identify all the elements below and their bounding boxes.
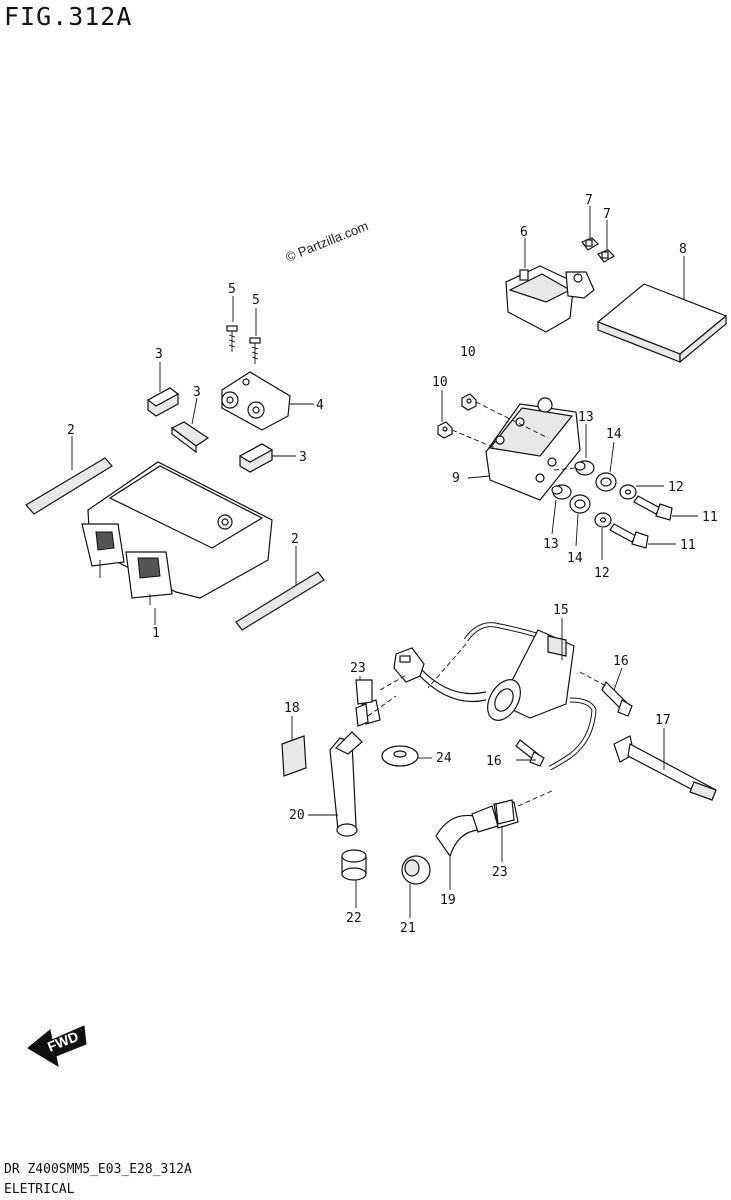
bolt-11a[interactable] xyxy=(633,495,673,521)
cap-22[interactable] xyxy=(341,849,367,881)
bolt-7a[interactable] xyxy=(581,237,599,251)
callout-8: 8 xyxy=(679,242,687,257)
callout-14a: 14 xyxy=(606,427,622,442)
grommet-14b[interactable] xyxy=(569,494,591,514)
rubber-sheet[interactable] xyxy=(596,283,728,364)
callout-13b: 13 xyxy=(543,537,559,552)
callout-10b: 10 xyxy=(432,375,448,390)
callout-2a: 2 xyxy=(67,423,75,438)
callout-3c: 3 xyxy=(299,450,307,465)
cushion-3[interactable] xyxy=(238,443,274,473)
callout-15: 15 xyxy=(553,603,569,618)
callout-11b: 11 xyxy=(680,538,696,553)
grommet-14a[interactable] xyxy=(595,472,617,492)
nut-10b[interactable] xyxy=(437,421,453,439)
callout-18: 18 xyxy=(284,701,300,716)
callout-6: 6 xyxy=(520,225,528,240)
callout-2b: 2 xyxy=(291,532,299,547)
ignition-coil[interactable] xyxy=(417,622,597,771)
callout-10a: 10 xyxy=(460,345,476,360)
callout-13a: 13 xyxy=(578,410,594,425)
callout-12a: 12 xyxy=(668,480,684,495)
callout-4: 4 xyxy=(316,398,324,413)
callout-12b: 12 xyxy=(594,566,610,581)
callout-16b: 16 xyxy=(486,754,502,769)
watermark: © Partzilla.com xyxy=(284,218,371,265)
screw-5b[interactable] xyxy=(249,337,261,364)
callout-1: 1 xyxy=(152,626,160,641)
plug-cap-20[interactable] xyxy=(329,731,363,837)
pad-right[interactable] xyxy=(235,571,325,631)
bolt-7b[interactable] xyxy=(597,249,615,263)
nut-10a[interactable] xyxy=(461,393,477,411)
relay-unit[interactable] xyxy=(505,265,595,333)
coil-connector[interactable] xyxy=(393,647,425,683)
callout-17: 17 xyxy=(655,713,671,728)
ecm-unit[interactable] xyxy=(81,461,273,605)
callout-20: 20 xyxy=(289,808,305,823)
washer-24[interactable] xyxy=(381,745,419,767)
collar-13b[interactable] xyxy=(551,484,572,500)
section-name: ELETRICAL xyxy=(4,1182,75,1197)
boot-23a[interactable] xyxy=(355,679,381,727)
pad-18[interactable] xyxy=(281,735,307,777)
cushion-2[interactable] xyxy=(170,421,210,454)
bolt-16b[interactable] xyxy=(515,739,545,767)
boot-23b[interactable] xyxy=(495,799,515,825)
forward-direction-badge: FWD xyxy=(27,1025,87,1068)
cushion-1[interactable] xyxy=(146,387,180,417)
bolt-11b[interactable] xyxy=(609,523,649,549)
callout-21: 21 xyxy=(400,921,416,936)
pad-left[interactable] xyxy=(25,457,113,515)
callout-19: 19 xyxy=(440,893,456,908)
callout-16a: 16 xyxy=(613,654,629,669)
washer-12a[interactable] xyxy=(619,484,637,500)
callout-14b: 14 xyxy=(567,551,583,566)
bolt-16a[interactable] xyxy=(601,680,633,717)
model-code: DR Z400SMM5_E03_E28_312A xyxy=(4,1162,192,1177)
callout-5a: 5 xyxy=(228,282,236,297)
mounting-bracket[interactable] xyxy=(221,371,291,431)
figure-title: FIG.312A xyxy=(4,2,133,31)
callout-24: 24 xyxy=(436,751,452,766)
callout-23a: 23 xyxy=(350,661,366,676)
screw-5a[interactable] xyxy=(226,325,238,352)
regulator[interactable] xyxy=(485,397,581,501)
callout-5b: 5 xyxy=(252,293,260,308)
callout-23b: 23 xyxy=(492,865,508,880)
washer-12b[interactable] xyxy=(594,512,612,528)
cable-clamp[interactable] xyxy=(613,735,717,801)
callout-11a: 11 xyxy=(702,510,718,525)
callout-22: 22 xyxy=(346,911,362,926)
callout-3a: 3 xyxy=(155,347,163,362)
callout-9: 9 xyxy=(452,471,460,486)
callout-3b: 3 xyxy=(193,385,201,400)
collar-13a[interactable] xyxy=(574,460,595,476)
callout-7b: 7 xyxy=(603,207,611,222)
callout-7a: 7 xyxy=(585,193,593,208)
grommet-21[interactable] xyxy=(401,855,431,885)
